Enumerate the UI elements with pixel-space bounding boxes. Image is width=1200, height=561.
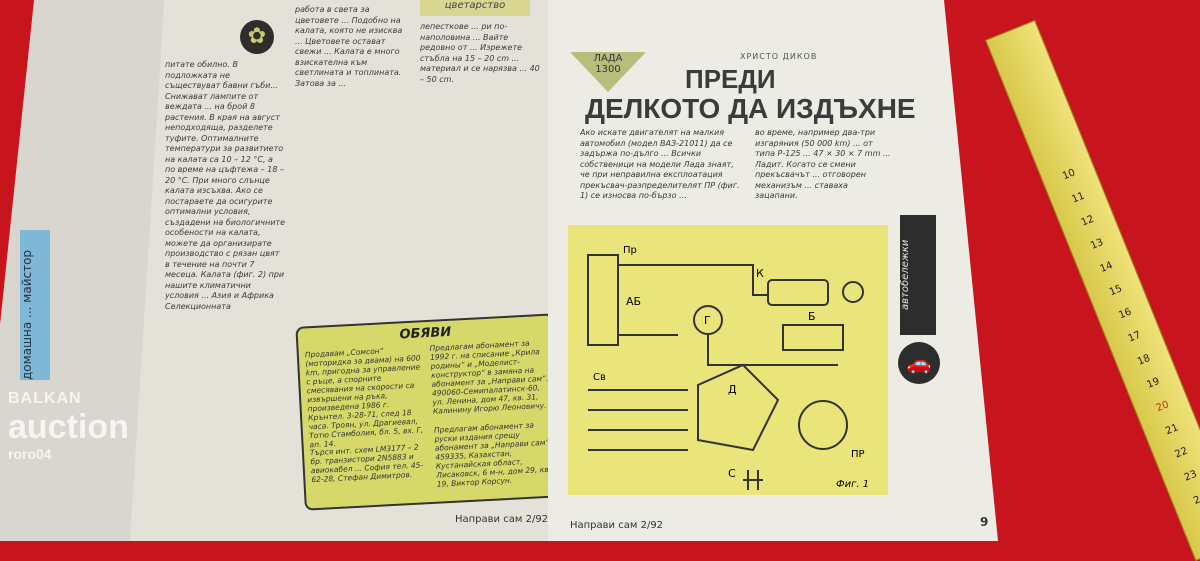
generator-symbol	[693, 305, 723, 335]
article-title-line2: ДЕЛКОТО ДА ИЗДЪХНЕ	[585, 93, 916, 124]
label-d: Д	[728, 383, 737, 396]
tape-number: 19	[1145, 375, 1162, 391]
breaker-symbol	[798, 400, 848, 450]
label-s: С	[728, 467, 736, 480]
tape-number: 11	[1070, 190, 1087, 206]
tape-number: 12	[1079, 213, 1096, 229]
car-icon: 🚗	[898, 342, 940, 384]
tape-number: 23	[1182, 468, 1199, 484]
tape-number: 15	[1107, 283, 1124, 299]
label-pr2: ПР	[851, 449, 865, 460]
text-column-2: работа в света за цветовете ... Подобно …	[295, 5, 403, 88]
flower-icon: ✿	[240, 20, 274, 54]
label-pr: Пр	[623, 245, 637, 256]
page-number: 9	[980, 515, 989, 529]
ignition-switch	[767, 279, 829, 306]
lada-badge: ЛАДА 1300	[593, 53, 623, 75]
right-footer: Направи сам 2/92	[570, 520, 664, 531]
tape-number: 14	[1098, 260, 1115, 276]
ad-item: Продавам „Сомсон“ (моторидка за двама) н…	[304, 346, 424, 450]
tape-number: 18	[1135, 352, 1152, 368]
watermark-line3: roro04	[8, 446, 52, 462]
tape-number: 16	[1117, 306, 1134, 322]
watermark-line1: BALKAN	[8, 390, 82, 407]
lada-badge-shape	[570, 52, 646, 92]
tape-number: 13	[1089, 236, 1106, 252]
tape-number: 20	[1154, 399, 1171, 415]
label-g: Г	[704, 314, 711, 327]
circuit-diagram: Пр АБ Г К Б Св Д С ПР Фиг. 1	[568, 225, 888, 495]
distributor-symbol	[697, 363, 780, 452]
figure-caption: Фиг. 1	[836, 479, 869, 490]
circuit-diagram-svg: Пр АБ Г К Б Св Д С ПР Фиг. 1	[587, 245, 869, 490]
article-title-line1: ПРЕДИ	[685, 64, 776, 94]
article-column-2: во време, например два-три изгаряния (50…	[755, 128, 891, 200]
tape-number: 21	[1164, 422, 1180, 438]
watermark: BALKAN auction roro04	[8, 390, 129, 462]
tape-number: 10	[1061, 167, 1077, 183]
battery-block	[587, 254, 619, 346]
label-ab: АБ	[626, 295, 641, 308]
underlying-magazine-title: домашна ... майстор	[20, 230, 50, 380]
ad-item: Предлагам абонамент за руски издания сре…	[433, 420, 552, 489]
tape-number: 17	[1126, 329, 1143, 345]
section-tag: цветарство	[420, 0, 530, 16]
tape-measure: 10 11 12 13 14 15 16 17 18 19 20 21 22 2…	[985, 19, 1200, 561]
ads-box: ОБЯВИ Продавам „Сомсон“ (моторидка за дв…	[295, 313, 564, 511]
watermark-line2: auction	[8, 408, 129, 446]
label-k: К	[756, 267, 764, 280]
tape-number: 24	[1192, 491, 1200, 507]
text-column-3: лепесткове ... ри по-наполовина ... Вайт…	[420, 22, 540, 84]
label-b: Б	[808, 310, 816, 323]
article-intro: Ако искате двигателят на малкия автомоби…	[580, 128, 740, 200]
text-column-1: питате обилно. В подложката не съществув…	[165, 60, 285, 311]
key-symbol	[842, 281, 864, 303]
author: ХРИСТО ДИКОВ	[740, 52, 818, 61]
ad-item: Търся инт. схем LM3177 – 2 бр. транзисто…	[309, 442, 424, 485]
tape-number: 22	[1173, 445, 1190, 461]
ad-item: Предлагам абонамент за 1992 г. на списан…	[429, 338, 549, 416]
label-sv: Св	[593, 372, 606, 383]
section-side-tab: автобележки	[900, 215, 936, 335]
left-footer: Направи сам 2/92	[455, 514, 549, 525]
coil-symbol	[782, 324, 844, 351]
